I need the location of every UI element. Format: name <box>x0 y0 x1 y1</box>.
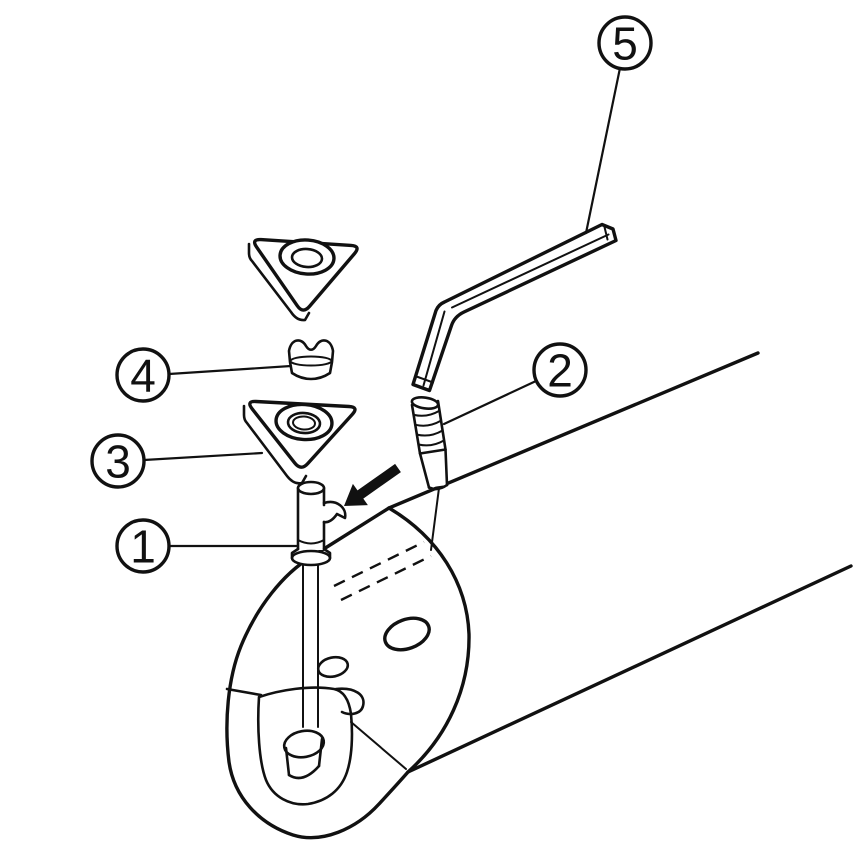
shank-bottom-edge <box>406 564 853 774</box>
hex-key <box>411 222 618 393</box>
shank-top-edge <box>387 351 760 510</box>
clamp-rim <box>289 355 333 367</box>
callout-1-number: 1 <box>130 521 156 573</box>
lock-pin <box>290 480 347 567</box>
insert-top <box>247 237 359 322</box>
pocket-inner-edge <box>350 721 407 770</box>
pin-top <box>296 480 326 496</box>
pin-bore-bottom-opening <box>282 729 326 759</box>
pin-bore-bottom <box>282 729 326 780</box>
callout-5-circle <box>597 15 653 71</box>
bottom-pocket <box>256 686 354 806</box>
callout-5-number: 5 <box>612 18 638 70</box>
insert-bottom-hole-thread <box>292 415 316 431</box>
head-step-line <box>225 687 263 697</box>
tool-holder-body <box>225 351 853 840</box>
insert-top-hole-inner <box>290 247 324 269</box>
insert-bottom-thickness <box>242 404 308 485</box>
callout-4-number: 4 <box>130 350 156 402</box>
pin-groove <box>297 539 325 545</box>
callout-4: 4 <box>115 347 171 403</box>
pin-hook <box>322 500 347 524</box>
leader-line-3 <box>142 451 264 462</box>
screw-shoulder <box>418 448 447 455</box>
head-face-curve <box>387 506 471 774</box>
callout-3-circle <box>90 433 146 489</box>
pin-body-mask <box>298 488 324 550</box>
callout-2: 2 <box>532 342 588 398</box>
leader-line-5 <box>584 66 622 235</box>
screw-threads <box>412 409 445 447</box>
clamp-screw <box>410 396 449 491</box>
pin-base <box>290 549 332 567</box>
callout-3: 3 <box>90 433 146 489</box>
insert-direction-arrow-icon <box>344 463 401 506</box>
head-outline <box>225 506 410 840</box>
hex-key-facets <box>415 226 610 387</box>
pin-collar <box>290 547 332 560</box>
clamp-body <box>287 339 335 381</box>
screw-axis-line <box>430 487 440 551</box>
face-hole-small <box>316 655 350 679</box>
insert-top-thickness <box>247 242 311 322</box>
callout-2-circle <box>532 342 588 398</box>
callout-4-circle <box>115 347 171 403</box>
pin-bore-lines <box>302 562 319 728</box>
pin-bore-bottom-arc <box>287 764 321 780</box>
insert-bottom <box>242 399 357 485</box>
callout-5: 5 <box>597 15 653 71</box>
leader-line-2 <box>442 379 538 426</box>
pin-bore-bottom-sides <box>284 737 324 777</box>
leader-line-4 <box>167 364 293 376</box>
screw-top <box>410 396 440 410</box>
screw-tip <box>427 483 449 491</box>
leader-lines <box>142 66 622 548</box>
clamp-part <box>287 339 335 381</box>
callout-2-number: 2 <box>547 345 573 397</box>
callout-1-circle <box>115 518 171 574</box>
hidden-screw-bore <box>333 540 432 602</box>
callout-3-number: 3 <box>105 436 131 488</box>
callout-1: 1 <box>115 518 171 574</box>
face-hole-large <box>383 616 431 652</box>
pocket-lobe <box>334 687 365 716</box>
